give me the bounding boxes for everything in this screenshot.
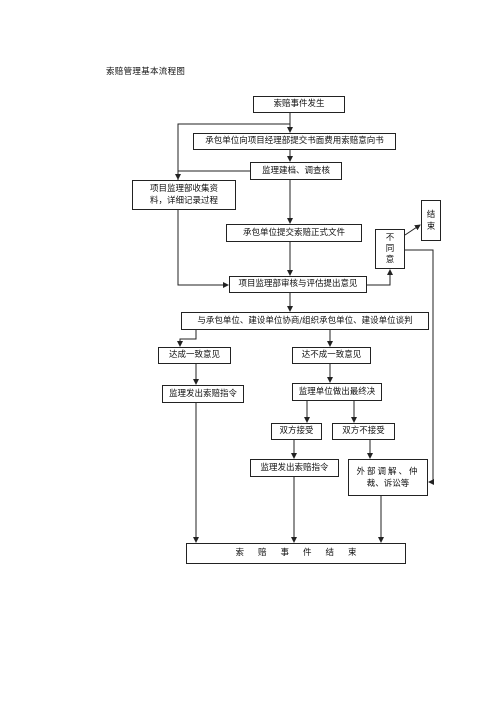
arrow-disagree-to-end (404, 224, 421, 236)
node-label: 双方不接受 (342, 426, 385, 436)
node-no-agreement: 达不成一致意见 (292, 347, 371, 364)
node-disagree: 不同意 (375, 229, 405, 269)
node-label: 承包单位向项目经理部提交书面费用索赔意向书 (205, 136, 384, 146)
node-label: 监理建档、调查核 (261, 165, 330, 176)
node-label: 达成一致意见 (168, 350, 220, 360)
node-issue-instruction-2: 监理发出索赔指令 (250, 459, 339, 477)
node-both-reject: 双方不接受 (332, 423, 395, 440)
node-label: 项目监理部审核与评估提出意见 (238, 279, 358, 289)
node-formal-document: 承包单位提交索赔正式文件 (226, 224, 362, 242)
node-label-line1: 外部调解、仲 (356, 466, 420, 477)
node-end-small: 结束 (421, 200, 441, 241)
arrow-review-to-disagree (367, 269, 393, 286)
arrow-collect-to-review (177, 210, 229, 288)
node-label-line2: 料，详细记录过程 (149, 196, 218, 206)
node-negotiate: 与承包单位、建设单位协商/组织承包单位、建设单位谈判 (181, 312, 429, 330)
node-label: 与承包单位、建设单位协商/组织承包单位、建设单位谈判 (197, 315, 413, 326)
node-issue-instruction-1: 监理发出索赔指令 (162, 385, 244, 403)
node-final-decision: 监理单位做出最终决 (292, 383, 382, 401)
node-label: 索赔事件结束 (235, 548, 371, 558)
node-label-line2: 裁、诉讼等 (366, 478, 410, 489)
node-agreement-reached: 达成一致意见 (158, 347, 231, 364)
node-label: 承包单位提交索赔正式文件 (242, 227, 345, 238)
node-collect-data: 项目监理部收集资 料，详细记录过程 (132, 180, 236, 210)
node-label: 监理发出索赔指令 (168, 388, 237, 399)
node-label-line1: 项目监理部收集资 (149, 184, 218, 194)
node-label: 监理单位做出最终决 (298, 386, 376, 397)
node-claim-end: 索赔事件结束 (186, 543, 406, 564)
node-external-resolution: 外部调解、仲 裁、诉讼等 (348, 459, 428, 496)
page-title: 索赔管理基本流程图 (106, 67, 186, 77)
node-supervise-investigate: 监理建档、调查核 (250, 162, 342, 180)
node-review-evaluate: 项目监理部审核与评估提出意见 (229, 276, 367, 293)
node-both-accept: 双方接受 (271, 423, 322, 440)
node-submit-intent: 承包单位向项目经理部提交书面费用索赔意向书 (193, 133, 396, 150)
node-label: 索赔事件发生 (273, 99, 325, 109)
node-label: 双方接受 (279, 426, 314, 436)
node-label: 监理发出索赔指令 (260, 462, 329, 473)
node-label: 不同意 (385, 232, 395, 265)
arrow-negotiate-to-agree (177, 330, 197, 347)
node-label: 结束 (426, 209, 436, 232)
node-label: 达不成一致意见 (301, 350, 362, 360)
node-claim-event: 索赔事件发生 (253, 96, 345, 113)
line-disagree-to-external (405, 249, 434, 485)
arrow-supervise-to-collect (175, 170, 250, 180)
